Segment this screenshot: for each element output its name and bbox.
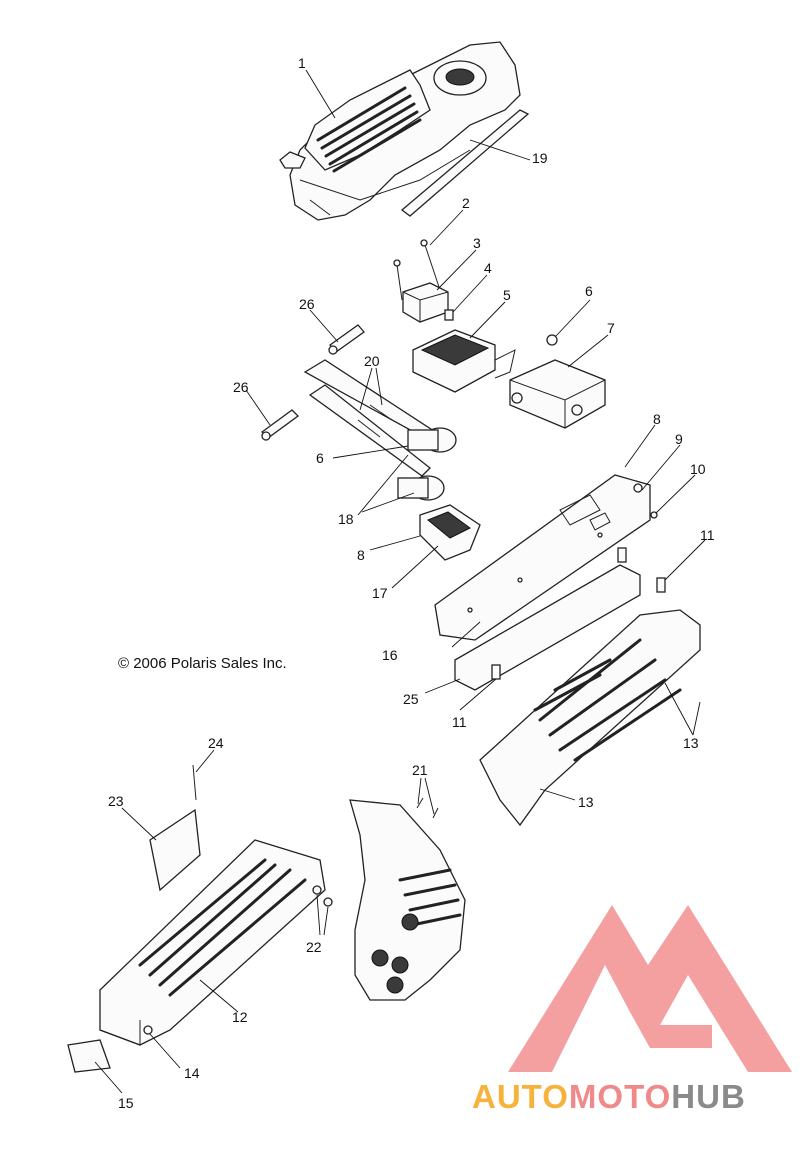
callout-26: 26 [299,296,315,312]
part-end-plate [67,1039,111,1073]
callout-20: 20 [364,353,380,369]
watermark-brand: AUTOMOTOHUB [472,1078,746,1115]
callout-17: 17 [372,585,388,601]
callout-labels: 1 2 3 4 5 6 6 7 8 8 9 10 11 11 12 13 13 … [108,55,715,1111]
callout-16: 16 [382,647,398,663]
callout-19: 19 [532,150,548,166]
callout-1: 1 [298,55,306,71]
callout-12: 12 [232,1009,248,1025]
callout-2: 2 [462,195,470,211]
callout-13: 13 [578,794,594,810]
callout-13: 13 [683,735,699,751]
callout-6: 6 [585,283,593,299]
part-nut [323,897,333,907]
part-fender-panel [349,799,466,1001]
callout-15: 15 [118,1095,134,1111]
callout-11: 11 [700,527,715,543]
part-pin [192,764,197,801]
callout-10: 10 [690,461,706,477]
part-floor-tray [99,839,326,1046]
callout-3: 3 [473,235,481,251]
part-nut [546,334,558,346]
callout-7: 7 [607,320,615,336]
part-voltage-regulator [412,329,516,393]
callout-9: 9 [675,431,683,447]
callout-14: 14 [184,1065,200,1081]
leader-lines [94,69,706,1094]
watermark-logo-icon [508,905,792,1072]
part-console-grille [316,86,422,173]
watermark-hub: HUB [671,1078,746,1115]
part-relay [402,282,449,323]
callout-4: 4 [484,260,492,276]
part-ignition-coil [397,475,445,501]
part-ignition-wires [303,359,442,477]
callout-23: 23 [108,793,124,809]
part-side-bracket [149,808,201,892]
part-ignition-coil [407,427,457,453]
part-nut [312,885,322,895]
part-bolt [420,239,441,291]
callout-21: 21 [412,762,428,778]
copyright-notice: © 2006 Polaris Sales Inc. [118,655,287,672]
part-mounting-plate [434,474,651,641]
part-heat-shield [479,609,701,827]
callout-26: 26 [233,379,249,395]
part-spark-plug [261,409,299,441]
part-standoff [656,577,666,593]
part-console-cover [279,41,521,221]
callout-5: 5 [503,287,511,303]
part-screw [650,511,658,519]
callout-24: 24 [208,735,224,751]
callout-25: 25 [403,691,419,707]
part-spark-plug [328,324,365,355]
callout-8: 8 [357,547,365,563]
callout-18: 18 [338,511,354,527]
part-clip [633,483,643,493]
watermark-auto: AUTO [472,1078,569,1115]
part-push-rivet [416,797,439,819]
part-cdi-module [509,359,606,429]
callout-8: 8 [653,411,661,427]
part-foam-pad [454,564,641,691]
callout-22: 22 [306,939,322,955]
part-standoff [617,547,627,563]
callout-11: 11 [452,714,467,730]
watermark-moto: MOTO [569,1078,671,1115]
part-coil-bracket [419,504,481,561]
part-standoff [491,664,501,680]
part-nut [143,1025,153,1035]
callout-6: 6 [316,450,324,466]
part-bolt [393,259,403,301]
part-spacer [444,309,454,321]
